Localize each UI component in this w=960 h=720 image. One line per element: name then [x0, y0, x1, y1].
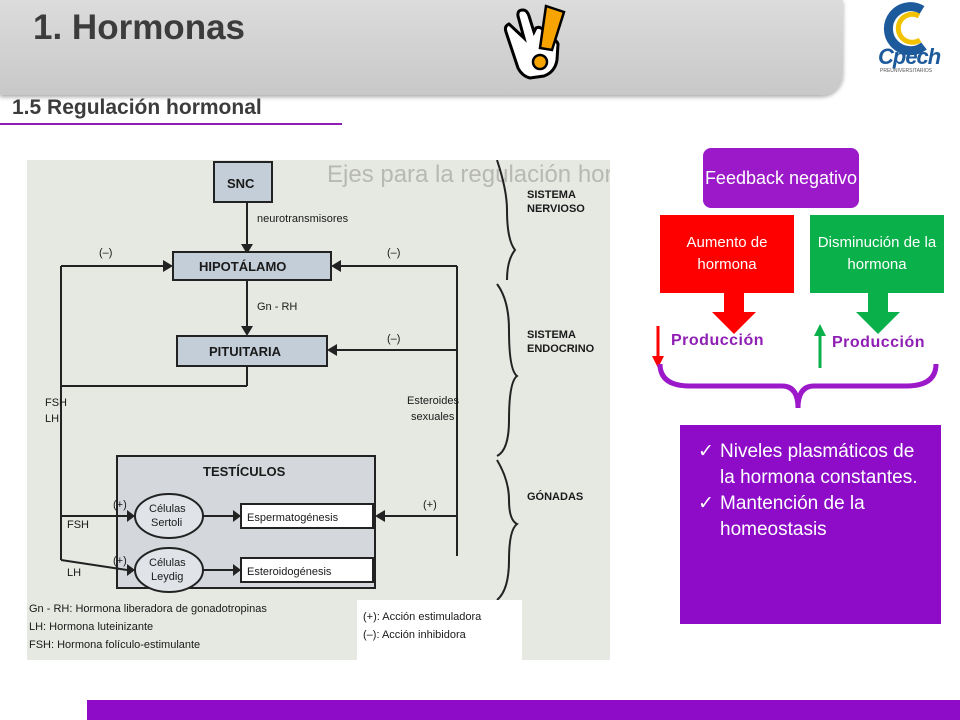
gnrh-label: Gn - RH — [257, 301, 297, 313]
check-icon: ✓ — [698, 441, 714, 462]
legend-left-2: FSH: Hormona folículo-estimulante — [29, 639, 200, 651]
lh-side-label: LH — [45, 413, 59, 425]
minus-label-right-top: (–) — [387, 247, 400, 259]
hormone-regulation-diagram: Ejes para la regulación hormonal SNC neu… — [27, 159, 678, 660]
pituitaria-label: PITUITARIA — [209, 344, 282, 359]
svg-text:Células: Células — [149, 503, 186, 515]
legend-right-0: (+): Acción estimuladora — [363, 611, 482, 623]
fsh-input-label: FSH — [67, 519, 89, 531]
aumento-hormona-box: Aumento de hormona — [660, 215, 794, 293]
svg-text:SISTEMA: SISTEMA — [527, 329, 576, 341]
svg-text:Células: Células — [149, 557, 186, 569]
gonadas-label: GÓNADAS — [527, 490, 583, 503]
espermatogenesis-box — [240, 503, 374, 529]
svg-text:ENDOCRINO: ENDOCRINO — [527, 343, 595, 355]
produccion-left: Producción — [671, 332, 765, 349]
exclamation-icon — [538, 4, 566, 52]
svg-text:(+): (+) — [423, 499, 437, 511]
testiculos-label: TESTÍCULOS — [203, 464, 286, 479]
neuro-label: neurotransmisores — [257, 213, 349, 225]
red-down-arrow — [712, 292, 756, 334]
aumento-label: Aumento de hormona — [686, 234, 768, 273]
esteroidogenesis-box — [240, 557, 374, 583]
espermato-label: Espermatogénesis — [247, 512, 339, 524]
section-subtitle: 1.5 Regulación hormonal — [12, 96, 262, 119]
pituitaria-box — [176, 335, 328, 367]
check-icon: ✓ — [698, 493, 714, 514]
conclusion-item: ✓ Niveles plasmáticos de la hormona cons… — [698, 441, 918, 488]
esteroides-label-2: sexuales — [411, 411, 455, 423]
esteroido-label: Esteroidogénesis — [247, 566, 332, 578]
conclusion-item: ✓ Mantención de la homeostasis — [698, 493, 865, 540]
feedback-arrows — [652, 292, 939, 409]
svg-text:Sertoli: Sertoli — [151, 517, 182, 529]
svg-text:Leydig: Leydig — [151, 571, 183, 583]
cpech-logo — [883, 2, 927, 56]
svg-text:SISTEMA: SISTEMA — [527, 189, 576, 201]
svg-text:(+): (+) — [113, 499, 127, 511]
feedback-negativo-box: Feedback negativo — [703, 148, 859, 208]
legend-left-0: Gn - RH: Hormona liberadora de gonadotro… — [29, 603, 267, 615]
decrease-arrow-icon — [652, 356, 664, 368]
snc-label: SNC — [227, 176, 255, 191]
minus-label-right-mid: (–) — [387, 333, 400, 345]
esteroides-label: Esteroides — [407, 395, 459, 407]
logo-tagline: PREUNIVERSITARIOS — [880, 68, 933, 74]
lh-input-label: LH — [67, 567, 81, 579]
legend-right-1: (–): Acción inhibidora — [363, 629, 467, 641]
hipotalamo-box — [172, 251, 332, 281]
diagram-svg: Ejes para la regulación hormonal SNC neu… — [29, 159, 678, 660]
snc-box — [213, 161, 273, 203]
minus-label-left: (–) — [99, 247, 112, 259]
disminucion-hormona-box: Disminución de la hormona — [810, 215, 944, 293]
page-title: 1. Hormonas — [33, 8, 245, 47]
sertoli-cell — [134, 493, 204, 539]
legend-left-1: LH: Hormona luteinizante — [29, 621, 153, 633]
produccion-right: Producción — [832, 334, 926, 351]
conclusion-box: ✓ Niveles plasmáticos de la hormona cons… — [680, 425, 941, 624]
svg-text:(+): (+) — [113, 555, 127, 567]
logo-text: Cpech — [878, 44, 941, 69]
title-bar — [0, 0, 843, 95]
leydig-cell — [134, 547, 204, 593]
subtitle-underline — [0, 123, 342, 125]
green-down-arrow — [856, 292, 900, 334]
pointing-hand-icon — [503, 4, 566, 80]
footer-bar — [87, 700, 960, 720]
disminucion-label: Disminución de la hormona — [817, 234, 937, 273]
brace-icon — [657, 363, 939, 409]
fsh-side-label: FSH — [45, 397, 67, 409]
feedback-title: Feedback negativo — [704, 168, 858, 188]
svg-text:NERVIOSO: NERVIOSO — [527, 203, 585, 215]
hipotalamo-label: HIPOTÁLAMO — [199, 259, 286, 274]
increase-arrow-icon — [814, 324, 826, 336]
diagram-bg-title: Ejes para la regulación hormonal — [327, 161, 610, 188]
